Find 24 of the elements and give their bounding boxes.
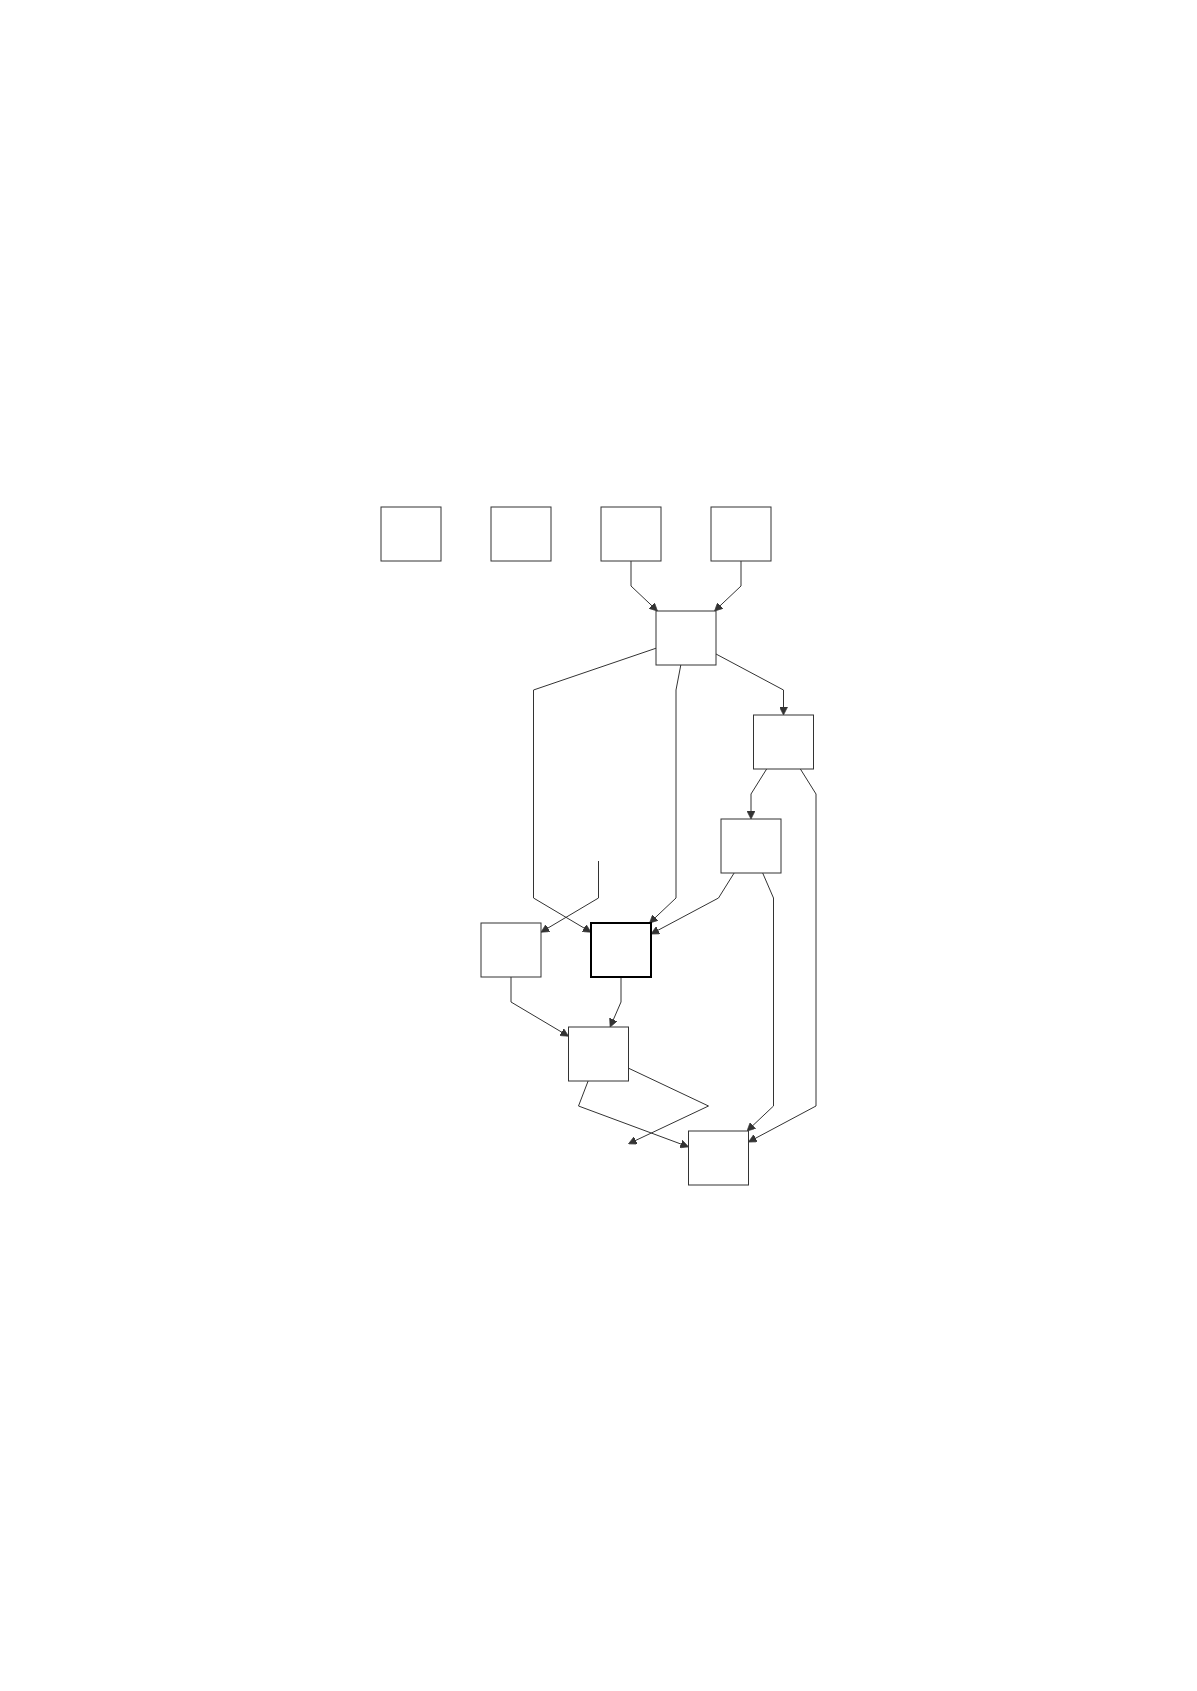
arrow: [714, 560, 742, 611]
node-box: [568, 1026, 629, 1081]
node-box: [720, 818, 782, 873]
arrow: [609, 976, 622, 1027]
arrow: [510, 976, 569, 1037]
arrow: [578, 1080, 689, 1148]
arrow: [748, 768, 817, 1142]
arrow: [746, 768, 768, 819]
node-box: [710, 506, 772, 561]
node-box: [490, 506, 552, 561]
node-box: [380, 506, 442, 561]
node-box: [600, 506, 662, 561]
node-box: [655, 610, 717, 665]
arrow: [540, 860, 599, 933]
arrow: [533, 647, 657, 933]
arrow: [649, 664, 682, 923]
arrow: [630, 560, 658, 611]
arrow: [628, 1067, 709, 1144]
arrow: [715, 653, 788, 715]
node-box: [480, 922, 542, 977]
node-table: [590, 921, 652, 978]
node-box: [753, 714, 814, 769]
node-box: [688, 1130, 749, 1185]
arrow: [746, 872, 774, 1131]
